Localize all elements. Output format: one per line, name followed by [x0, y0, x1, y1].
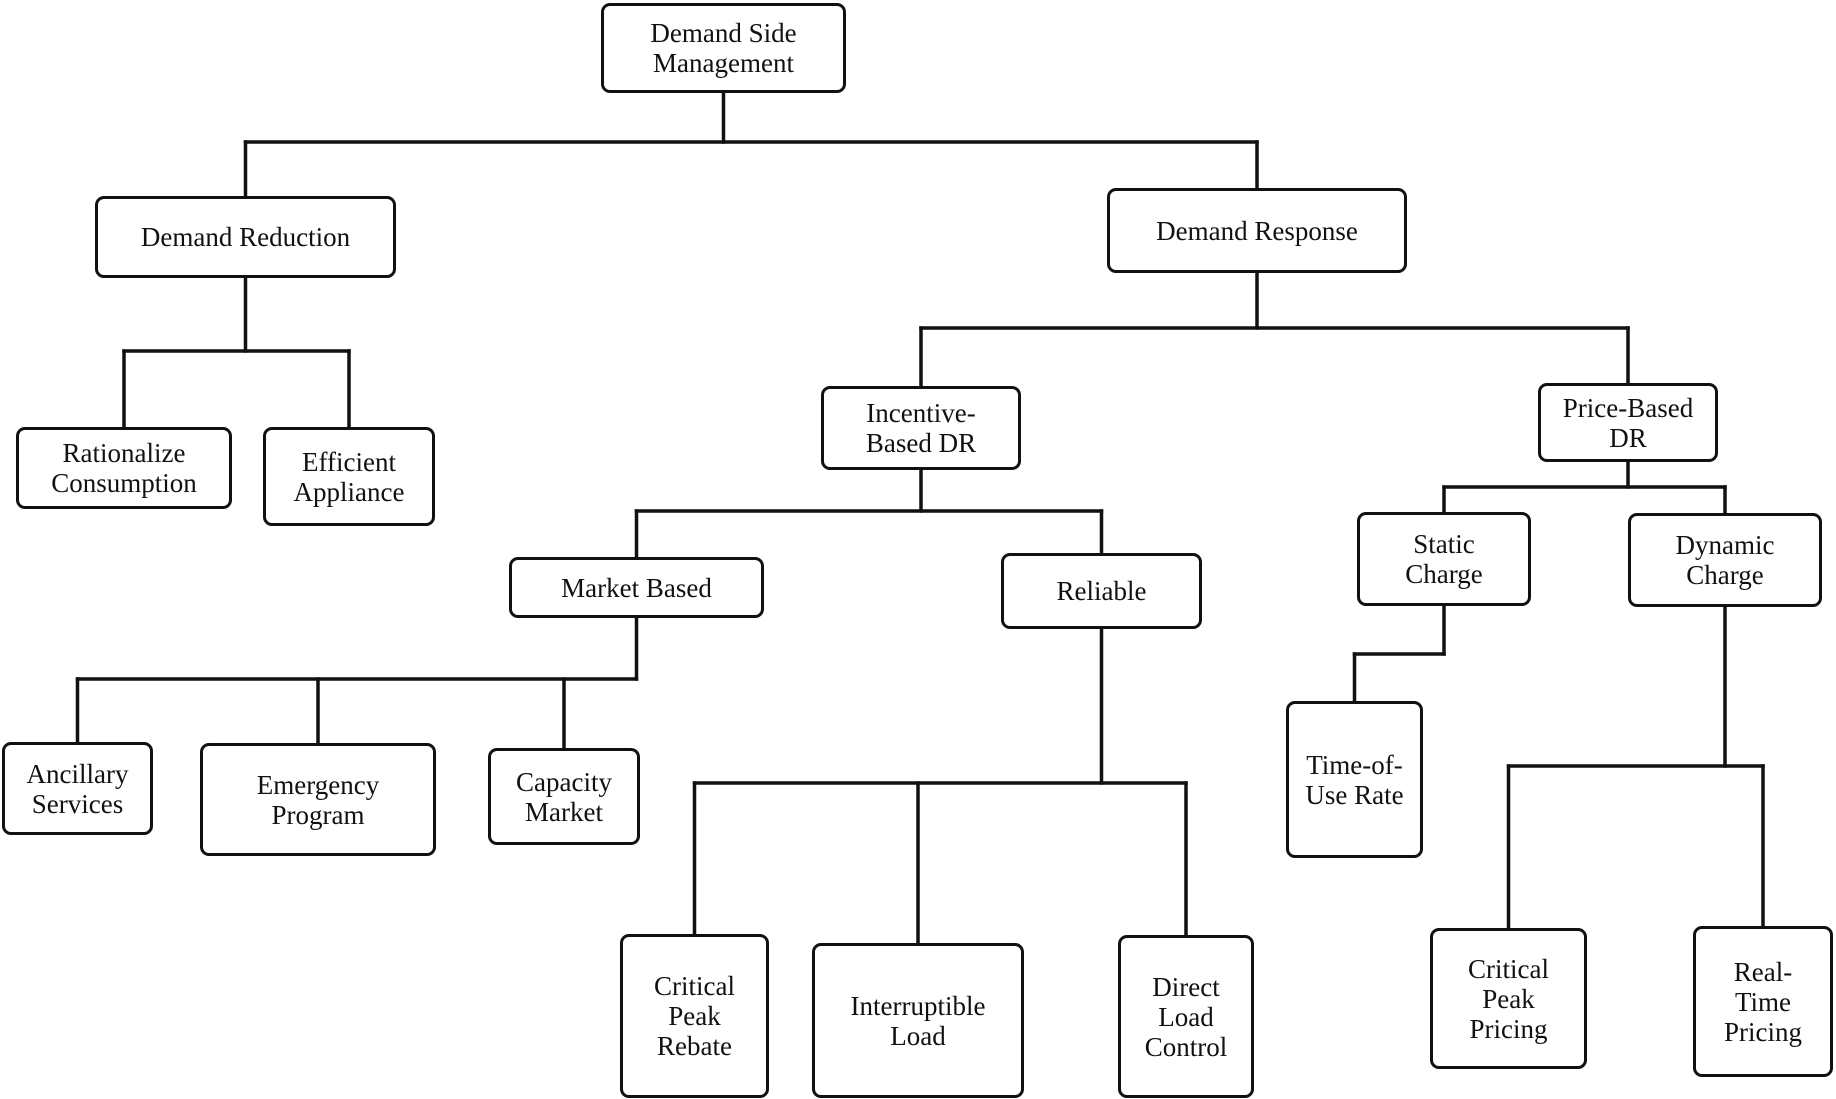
node-rationalize-consumption: Rationalize Consumption — [16, 427, 232, 509]
node-dynamic-charge: Dynamic Charge — [1628, 513, 1822, 607]
node-price-based-dr: Price-Based DR — [1538, 383, 1718, 462]
node-efficient-appliance: Efficient Appliance — [263, 427, 435, 526]
node-incentive-based-dr: Incentive- Based DR — [821, 386, 1021, 470]
node-critical-peak-rebate: Critical Peak Rebate — [620, 934, 769, 1098]
node-ancillary-services: Ancillary Services — [2, 742, 153, 835]
node-demand-reduction: Demand Reduction — [95, 196, 396, 278]
node-reliable: Reliable — [1001, 553, 1202, 629]
node-static-charge: Static Charge — [1357, 512, 1531, 606]
node-direct-load-control: Direct Load Control — [1118, 935, 1254, 1098]
node-demand-response: Demand Response — [1107, 188, 1407, 273]
node-emergency-program: Emergency Program — [200, 743, 436, 856]
node-real-time-pricing: Real- Time Pricing — [1693, 926, 1833, 1077]
node-market-based: Market Based — [509, 557, 764, 618]
node-time-of-use-rate: Time-of- Use Rate — [1286, 701, 1423, 858]
node-interruptible-load: Interruptible Load — [812, 943, 1024, 1098]
node-critical-peak-pricing: Critical Peak Pricing — [1430, 928, 1587, 1069]
node-capacity-market: Capacity Market — [488, 748, 640, 845]
node-demand-side-management: Demand Side Management — [601, 3, 846, 93]
